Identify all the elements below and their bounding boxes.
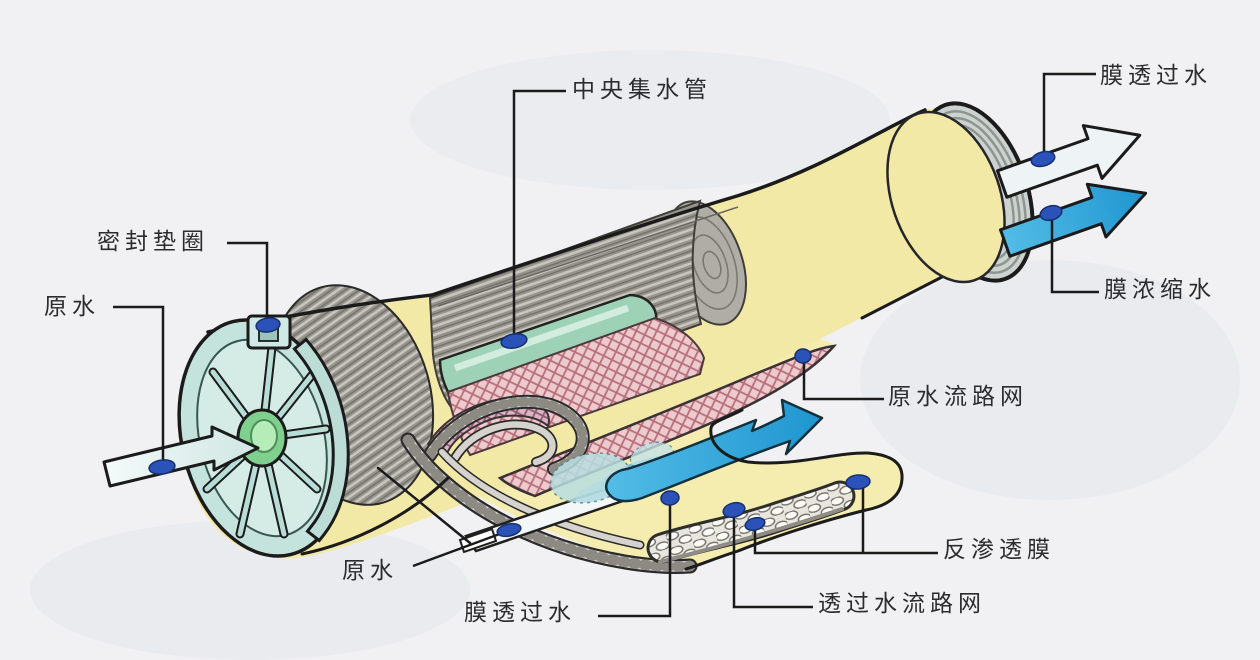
concentrate-outlet-arrow [998,182,1148,258]
leader-permeate-mesh [732,514,813,609]
leader-central-pipe [512,89,566,337]
leader-lines [113,72,1099,618]
label-permeate-bottom: 膜透过水 [464,600,576,625]
leader-raw-mesh [802,359,884,401]
dot-raw-left [148,459,176,475]
dot-raw-bottom [496,522,522,538]
anti-telescoping-bracket [292,337,350,543]
feed-water-arrow [102,425,260,488]
label-ro-membrane: 反渗透膜 [943,537,1055,562]
label-raw-left: 原水 [44,294,100,319]
leader-raw-left [113,305,165,463]
leader-permeate-bottom [598,501,672,618]
paper-texture [30,50,1240,660]
permeate-spacer-patch [646,480,856,564]
label-concentrate: 膜浓缩水 [1104,277,1216,302]
dot-concentrate [1039,204,1063,222]
permeate-flow-arrow [605,398,824,503]
dot-raw-mesh [794,348,812,364]
dot-central-pipe [500,332,528,350]
label-permeate-top: 膜透过水 [1100,63,1212,88]
label-raw-bottom: 原水 [342,558,398,583]
leader-dots [148,150,1063,538]
wheel-hub-core [250,419,278,453]
shell-rim-line [437,206,739,307]
dot-permeate-mesh [722,501,746,519]
dot-permeate-top [1030,150,1056,168]
dot-gasket [255,317,281,333]
label-central-pipe: 中央集水管 [572,77,712,102]
leader-ro-membrane [753,527,938,555]
dot-permeate-bottom [660,490,680,506]
leader-concentrate [1050,216,1099,294]
dot-ro-membrane-b [845,474,871,490]
leader-gasket [227,241,269,322]
label-raw-mesh: 原水流路网 [888,384,1028,409]
label-permeate-mesh: 透过水流路网 [818,591,986,616]
leader-permeate-top [1042,72,1096,156]
curled-sheet-edges [400,394,698,575]
label-gasket: 密封垫圈 [97,229,209,254]
permeate-outlet-arrow [995,124,1142,199]
woven-curl-patch [426,397,550,458]
leader-raw-bottom [412,530,506,568]
dot-ro-membrane-a [744,516,766,532]
